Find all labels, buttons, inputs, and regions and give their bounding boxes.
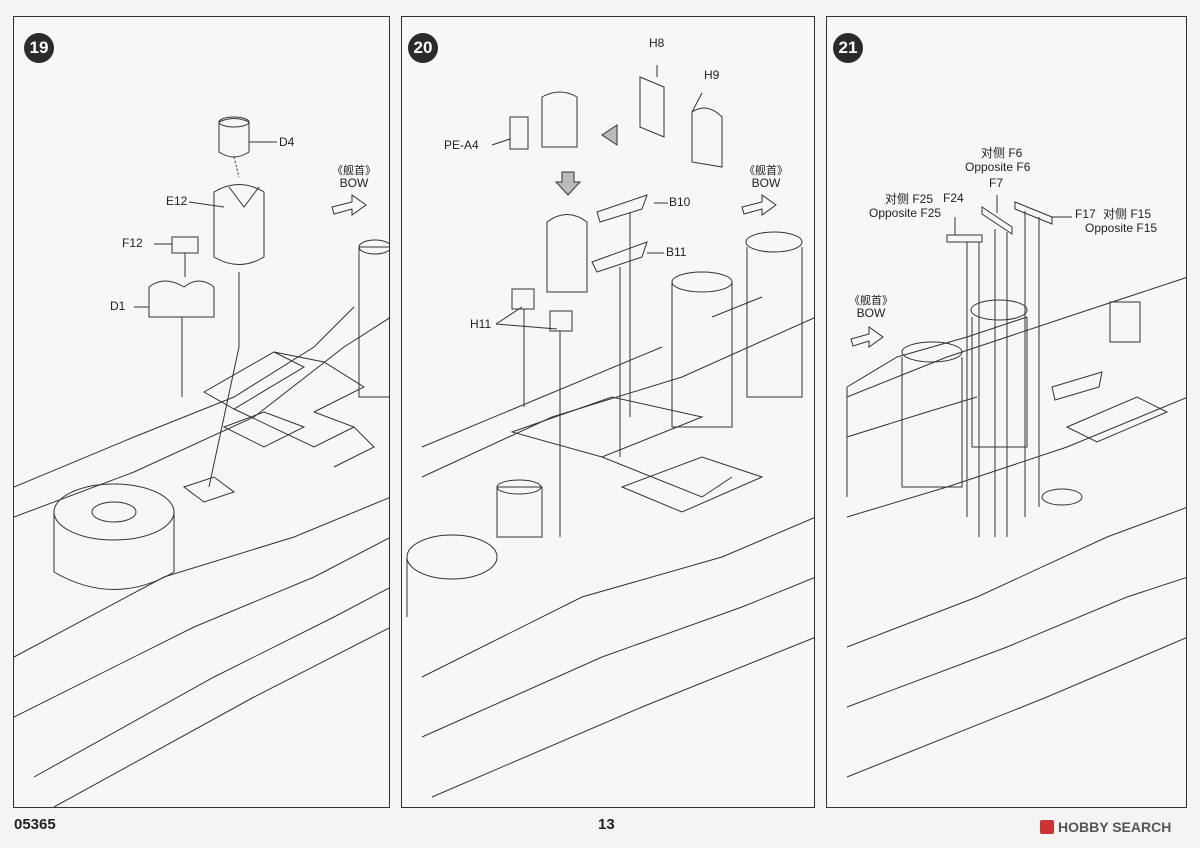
part-label-b10: B10 bbox=[669, 195, 691, 209]
step-number-20: 20 bbox=[408, 33, 438, 63]
step-20-drawing bbox=[406, 65, 814, 798]
bow-indicator: 《舰首》 BOW bbox=[332, 165, 376, 189]
watermark: HOBBY SEARCH bbox=[1040, 819, 1171, 835]
part-label-f15-cn: 对侧 F15 bbox=[1103, 207, 1152, 221]
watermark-text: HOBBY SEARCH bbox=[1058, 819, 1172, 835]
part-label-d4: D4 bbox=[279, 135, 295, 149]
part-label-f25-en: Opposite F25 bbox=[869, 206, 942, 220]
part-label-h11: H11 bbox=[470, 317, 492, 331]
bow-label-en: BOW bbox=[856, 306, 886, 320]
step-number-19: 19 bbox=[24, 33, 54, 63]
page-number: 13 bbox=[598, 816, 615, 833]
bow-label-en: BOW bbox=[339, 176, 369, 190]
part-label-f17: F17 bbox=[1075, 207, 1096, 221]
step-19-panel: 19 bbox=[13, 16, 390, 808]
part-label-f12: F12 bbox=[122, 236, 143, 250]
bow-indicator: 《舰首》 BOW bbox=[744, 165, 788, 189]
part-label-f6-cn: 对侧 F6 bbox=[981, 146, 1023, 160]
bow-label-en: BOW bbox=[751, 176, 781, 190]
part-label-pe-a4: PE-A4 bbox=[444, 138, 479, 152]
part-label-h9: H9 bbox=[704, 68, 720, 82]
bow-label-cn: 《舰首》 bbox=[744, 165, 788, 177]
part-label-f15-en: Opposite F15 bbox=[1085, 221, 1158, 235]
bow-indicator: 《舰首》 BOW bbox=[849, 295, 893, 319]
bow-label-cn: 《舰首》 bbox=[332, 165, 376, 177]
part-label-f7: F7 bbox=[989, 176, 1004, 190]
product-code: 05365 bbox=[14, 816, 56, 833]
step-21-drawing bbox=[846, 195, 1186, 778]
part-label-f24: F24 bbox=[943, 191, 964, 205]
step-number-21: 21 bbox=[833, 33, 863, 63]
step-21-panel: 21 bbox=[826, 16, 1187, 808]
hobby-search-logo-icon bbox=[1040, 820, 1054, 834]
part-label-d1: D1 bbox=[110, 299, 126, 313]
part-label-h8: H8 bbox=[649, 36, 665, 50]
part-label-e12: E12 bbox=[166, 194, 188, 208]
step-20-panel: 20 bbox=[401, 16, 815, 808]
bow-label-cn: 《舰首》 bbox=[849, 295, 893, 307]
part-label-b11: B11 bbox=[666, 245, 687, 259]
part-label-f6-en: Opposite F6 bbox=[965, 160, 1031, 174]
part-label-f25-cn: 对侧 F25 bbox=[885, 192, 934, 206]
step-19-drawing bbox=[14, 116, 389, 807]
